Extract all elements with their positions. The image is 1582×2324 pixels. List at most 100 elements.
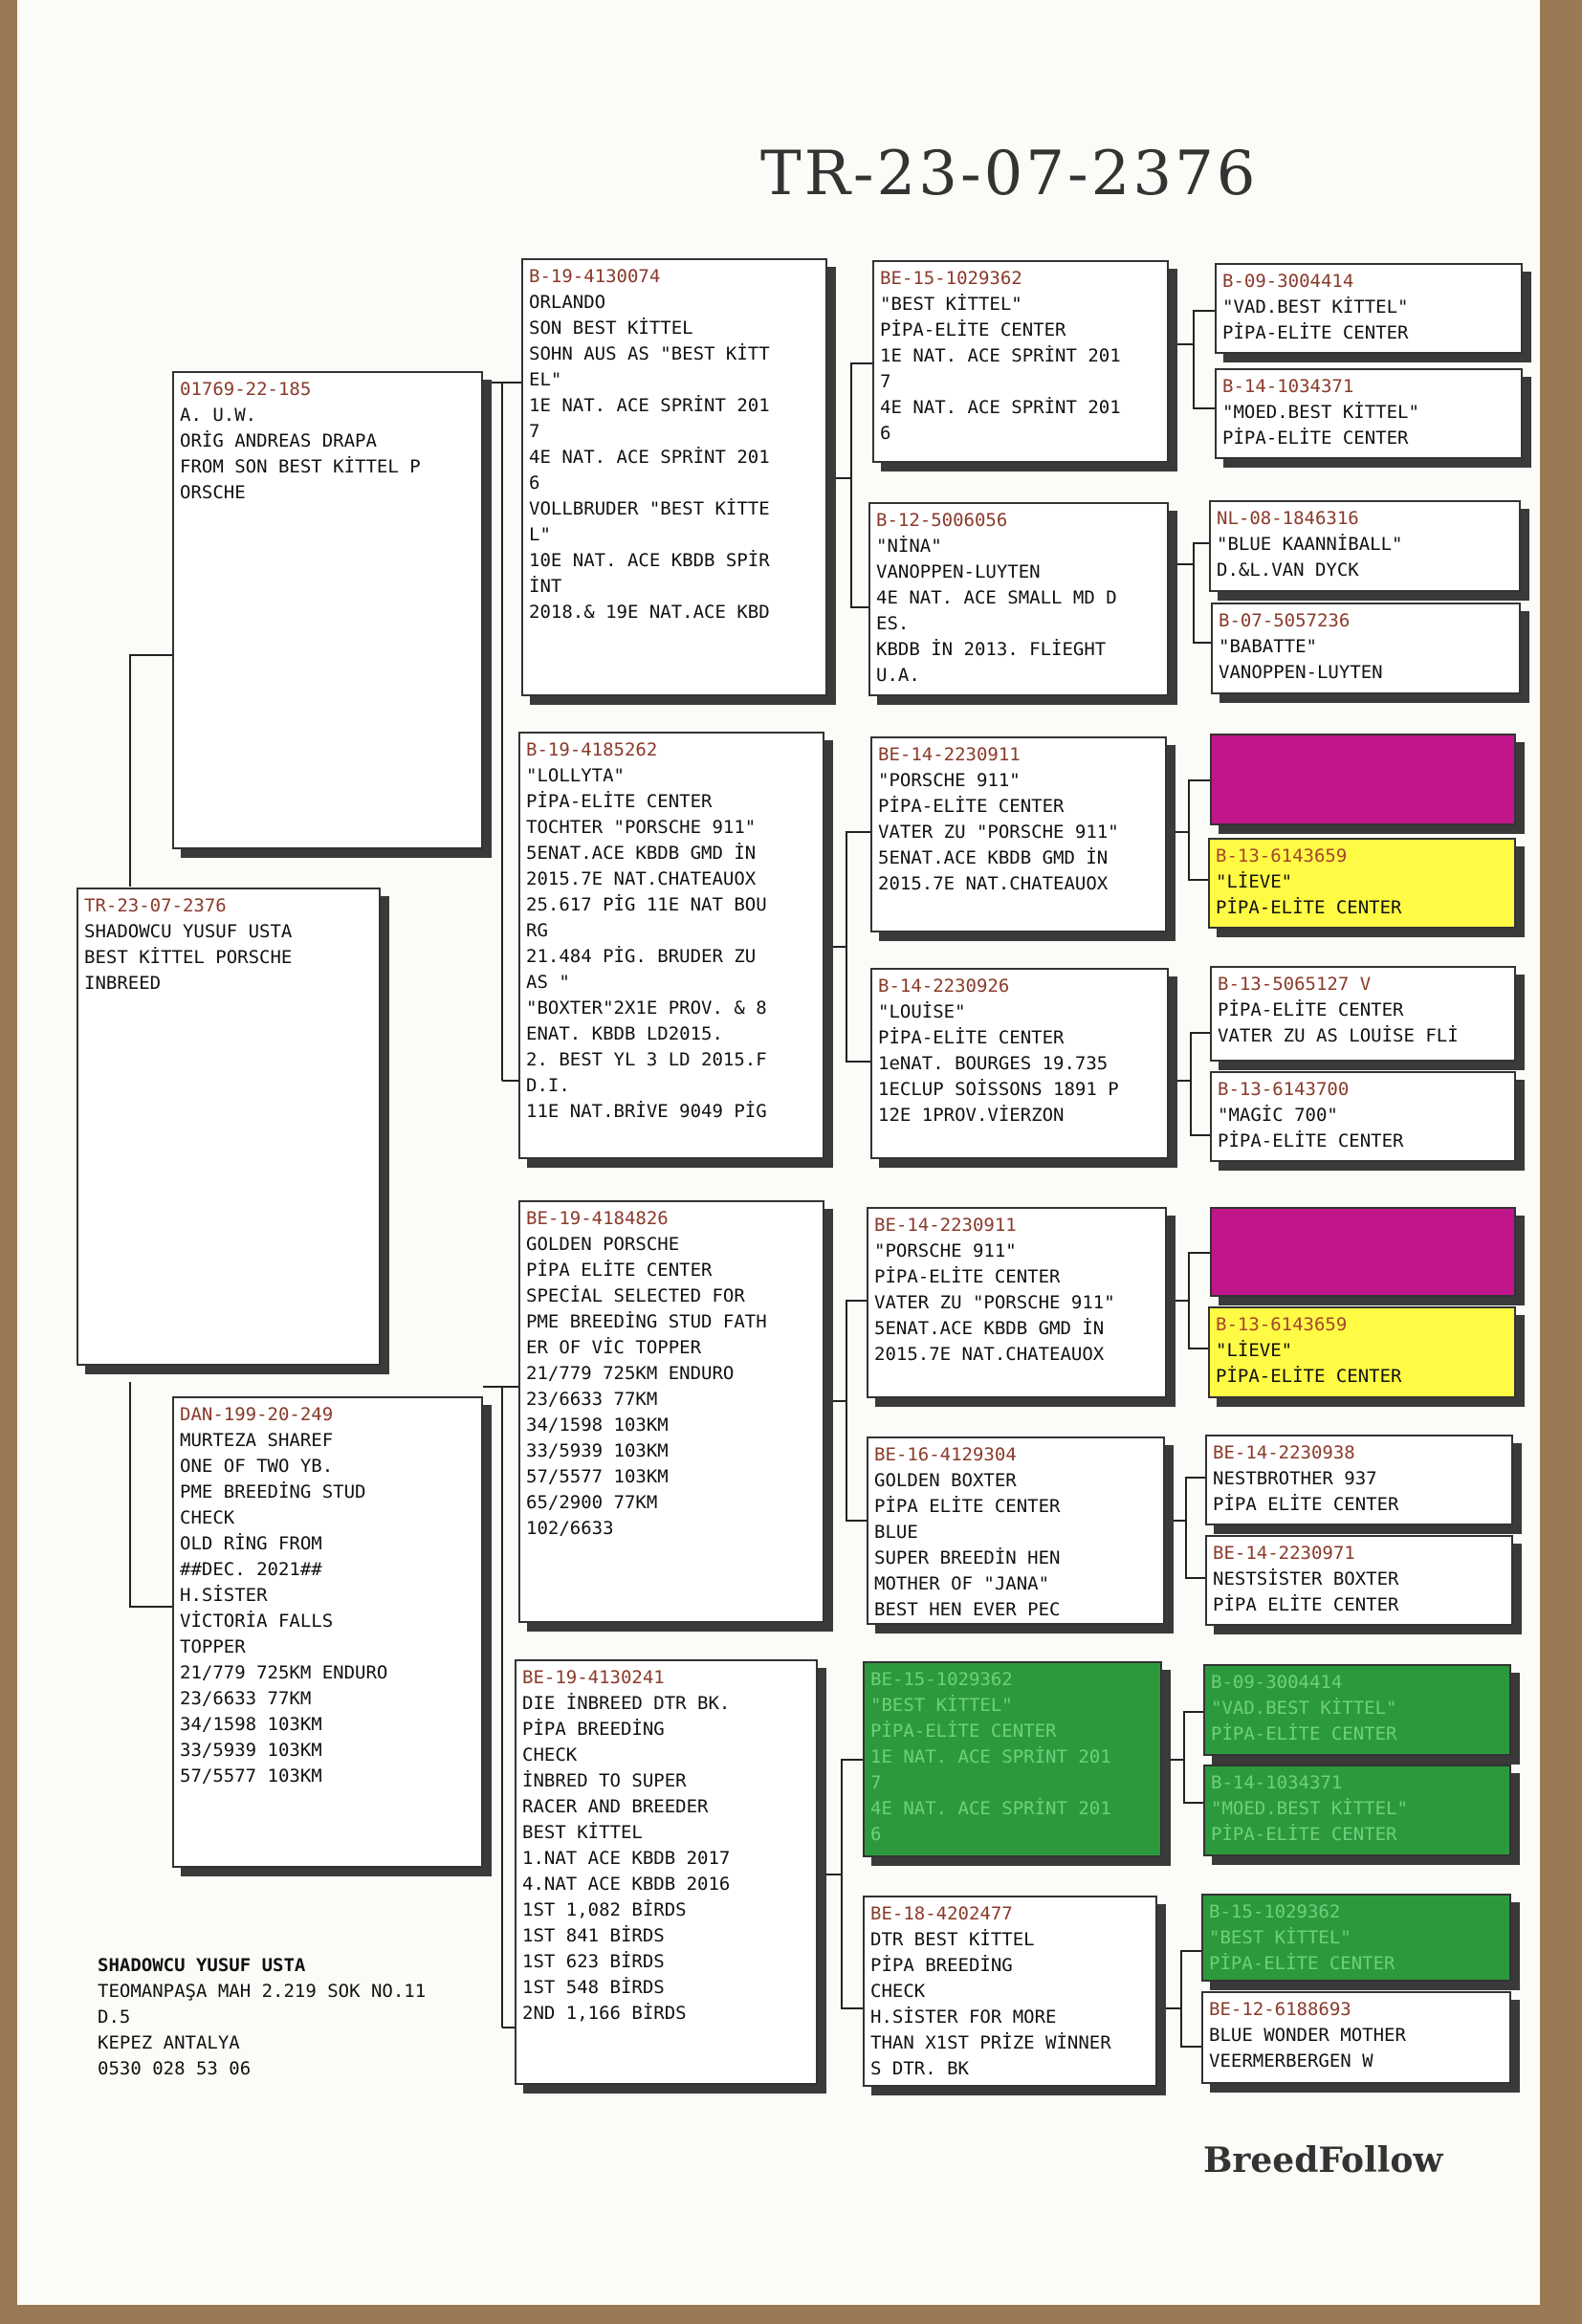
- g4-card-5[interactable]: [1210, 734, 1516, 825]
- g4-card-11[interactable]: BE-14-2230938 NESTBROTHER 937 PİPA ELİTE…: [1205, 1435, 1513, 1525]
- info-line: PİPA ELİTE CENTER: [526, 1260, 713, 1281]
- g2-card-dam-dam[interactable]: BE-19-4130241 DIE İNBREED DTR BK. PİPA B…: [515, 1659, 818, 2085]
- info-line: PİPA-ELİTE CENTER: [1216, 1366, 1402, 1387]
- info-line: "BEST KİTTEL": [870, 1695, 1013, 1716]
- ring-number: 01769-22-185: [180, 379, 312, 400]
- g4-card-12[interactable]: BE-14-2230971 NESTSİSTER BOXTER PİPA ELİ…: [1205, 1535, 1513, 1626]
- info-line: RG: [526, 920, 548, 941]
- info-line: 7: [529, 421, 540, 442]
- sire-card[interactable]: 01769-22-185 A. U.W. ORİG ANDREAS DRAPA …: [172, 371, 483, 849]
- ring-number: B-12-5006056: [876, 510, 1008, 531]
- info-line: BLUE: [874, 1522, 918, 1543]
- ring-number: DAN-199-20-249: [180, 1404, 334, 1425]
- info-line: 2015.7E NAT.CHATEAUOX: [878, 873, 1109, 894]
- g4-card-8[interactable]: B-13-6143700 "MAGİC 700" PİPA-ELİTE CENT…: [1210, 1071, 1516, 1162]
- brand-logo: BreedFollow: [1203, 2140, 1443, 2181]
- info-line: PİPA-ELİTE CENTER: [880, 319, 1066, 340]
- g4-card-16[interactable]: BE-12-6188693 BLUE WONDER MOTHER VEERMER…: [1201, 1991, 1511, 2084]
- info-line: ONE OF TWO YB.: [180, 1456, 334, 1477]
- pedigree-title: TR-23-07-2376: [760, 139, 1259, 209]
- info-line: 102/6633: [526, 1518, 614, 1539]
- info-line: 5ENAT.ACE KBDB GMD İN: [874, 1318, 1105, 1339]
- info-line: 6: [880, 423, 891, 444]
- info-line: PİPA BREEDİNG: [522, 1719, 665, 1740]
- ring-number: BE-19-4184826: [526, 1208, 669, 1229]
- info-line: KBDB İN 2013. FLİEGHT: [876, 639, 1107, 660]
- g4-card-10[interactable]: B-13-6143659 "LİEVE" PİPA-ELİTE CENTER: [1208, 1306, 1516, 1398]
- info-line: BEST HEN EVER PEC: [874, 1599, 1061, 1620]
- g4-card-15[interactable]: B-15-1029362 "BEST KİTTEL" PİPA-ELİTE CE…: [1201, 1894, 1511, 1982]
- info-line: BEST KİTTEL PORSCHE: [84, 947, 293, 968]
- info-line: PİPA-ELİTE CENTER: [874, 1266, 1061, 1287]
- info-line: 1ST 841 BİRDS: [522, 1925, 665, 1946]
- info-line: SOHN AUS AS "BEST KİTT: [529, 343, 770, 364]
- info-line: ES.: [876, 613, 910, 634]
- g4-card-9[interactable]: [1210, 1207, 1516, 1297]
- ring-number: BE-15-1029362: [880, 268, 1022, 289]
- g3-card-5[interactable]: BE-14-2230911 "PORSCHE 911" PİPA-ELİTE C…: [867, 1207, 1167, 1398]
- ring-number: BE-18-4202477: [870, 1903, 1013, 1924]
- g4-card-13[interactable]: B-09-3004414 "VAD.BEST KİTTEL" PİPA-ELİT…: [1203, 1664, 1511, 1756]
- subject-card[interactable]: TR-23-07-2376 SHADOWCU YUSUF USTA BEST K…: [77, 888, 381, 1366]
- ring-number: BE-14-2230938: [1213, 1442, 1355, 1463]
- info-line: 6: [529, 472, 540, 493]
- g4-card-7[interactable]: B-13-5065127 V PİPA-ELİTE CENTER VATER Z…: [1210, 966, 1516, 1062]
- g4-card-3[interactable]: NL-08-1846316 "BLUE KAANNİBALL" D.&L.VAN…: [1209, 500, 1521, 592]
- info-line: "MOED.BEST KİTTEL": [1222, 402, 1419, 423]
- g4-card-2[interactable]: B-14-1034371 "MOED.BEST KİTTEL" PİPA-ELİ…: [1215, 368, 1523, 459]
- info-line: ##DEC. 2021##: [180, 1559, 322, 1580]
- info-line: 1eNAT. BOURGES 19.735: [878, 1053, 1109, 1074]
- info-line: "LOLLYTA": [526, 765, 625, 786]
- info-line: 25.617 PİG 11E NAT BOU: [526, 894, 767, 915]
- info-line: 5ENAT.ACE KBDB GMD İN: [526, 843, 757, 864]
- info-line: 2015.7E NAT.CHATEAUOX: [874, 1344, 1105, 1365]
- g2-card-dam-sire[interactable]: BE-19-4184826 GOLDEN PORSCHE PİPA ELİTE …: [518, 1200, 824, 1623]
- info-line: OLD RİNG FROM: [180, 1533, 322, 1554]
- g3-card-8[interactable]: BE-18-4202477 DTR BEST KİTTEL PİPA BREED…: [863, 1896, 1157, 2087]
- owner-address-line: TEOMANPAŞA MAH 2.219 SOK NO.11: [98, 1981, 427, 2002]
- info-line: MOTHER OF "JANA": [874, 1573, 1050, 1594]
- info-line: 6: [870, 1824, 882, 1845]
- info-line: 1E NAT. ACE SPRİNT 201: [880, 345, 1121, 366]
- g4-card-14[interactable]: B-14-1034371 "MOED.BEST KİTTEL" PİPA-ELİ…: [1203, 1765, 1511, 1856]
- g3-card-6[interactable]: BE-16-4129304 GOLDEN BOXTER PİPA ELİTE C…: [867, 1436, 1165, 1625]
- info-line: 2018.& 19E NAT.ACE KBD: [529, 602, 770, 623]
- info-line: 33/5939 103KM: [526, 1440, 669, 1461]
- ring-number: B-14-2230926: [878, 976, 1010, 997]
- g3-card-2[interactable]: B-12-5006056 "NİNA" VANOPPEN-LUYTEN 4E N…: [868, 502, 1169, 696]
- info-line: H.SİSTER FOR MORE: [870, 2006, 1057, 2028]
- info-line: SUPER BREEDİN HEN: [874, 1547, 1061, 1568]
- info-line: "PORSCHE 911": [874, 1240, 1017, 1261]
- info-line: 21.484 PİG. BRUDER ZU: [526, 946, 757, 967]
- info-line: İNBRED TO SUPER: [522, 1770, 687, 1791]
- info-line: THAN X1ST PRİZE WİNNER: [870, 2032, 1111, 2053]
- dam-card[interactable]: DAN-199-20-249 MURTEZA SHAREF ONE OF TWO…: [172, 1396, 483, 1868]
- g3-card-1[interactable]: BE-15-1029362 "BEST KİTTEL" PİPA-ELİTE C…: [872, 260, 1169, 463]
- info-line: AS ": [526, 972, 570, 993]
- g4-card-1[interactable]: B-09-3004414 "VAD.BEST KİTTEL" PİPA-ELİT…: [1215, 263, 1523, 354]
- info-line: 12E 1PROV.VİERZON: [878, 1105, 1065, 1126]
- info-line: "LİEVE": [1216, 871, 1293, 892]
- ring-number: B-19-4185262: [526, 739, 658, 760]
- info-line: PİPA-ELİTE CENTER: [1211, 1723, 1397, 1744]
- owner-info: SHADOWCU YUSUF USTA TEOMANPAŞA MAH 2.219…: [98, 1953, 426, 2082]
- g3-card-7[interactable]: BE-15-1029362 "BEST KİTTEL" PİPA-ELİTE C…: [863, 1661, 1162, 1857]
- g3-card-4[interactable]: B-14-2230926 "LOUİSE" PİPA-ELİTE CENTER …: [870, 968, 1169, 1159]
- info-line: "BLUE KAANNİBALL": [1217, 534, 1403, 555]
- info-line: PİPA ELİTE CENTER: [874, 1496, 1061, 1517]
- info-line: 34/1598 103KM: [180, 1714, 322, 1735]
- info-line: GOLDEN PORSCHE: [526, 1234, 680, 1255]
- info-line: 1E NAT. ACE SPRİNT 201: [870, 1746, 1111, 1767]
- info-line: 4E NAT. ACE SMALL MD D: [876, 587, 1117, 608]
- g4-card-4[interactable]: B-07-5057236 "BABATTE" VANOPPEN-LUYTEN: [1211, 603, 1521, 694]
- info-line: PİPA-ELİTE CENTER: [1222, 322, 1409, 343]
- info-line: CHECK: [180, 1507, 235, 1528]
- g2-card-sire-dam[interactable]: B-19-4185262 "LOLLYTA" PİPA-ELİTE CENTER…: [518, 732, 824, 1159]
- g3-card-3[interactable]: BE-14-2230911 "PORSCHE 911" PİPA-ELİTE C…: [870, 736, 1167, 932]
- info-line: INBREED: [84, 973, 162, 994]
- info-line: 5ENAT.ACE KBDB GMD İN: [878, 847, 1109, 868]
- info-line: 4.NAT ACE KBDB 2016: [522, 1874, 731, 1895]
- info-line: VANOPPEN-LUYTEN: [876, 561, 1041, 582]
- g2-card-sire-sire[interactable]: B-19-4130074 ORLANDO SON BEST KİTTEL SOH…: [521, 258, 827, 696]
- g4-card-6[interactable]: B-13-6143659 "LİEVE" PİPA-ELİTE CENTER: [1208, 838, 1516, 929]
